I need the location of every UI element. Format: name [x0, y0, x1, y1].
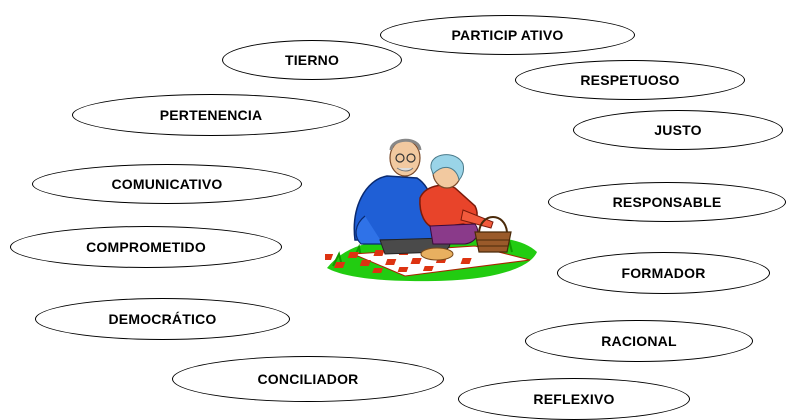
oval-conciliador: CONCILIADOR	[172, 356, 444, 402]
label-comprometido: COMPROMETIDO	[86, 239, 206, 255]
label-tierno: TIERNO	[284, 52, 340, 68]
oval-tierno: TIERNO	[222, 40, 402, 80]
oval-justo: JUSTO	[573, 110, 783, 150]
oval-formador: FORMADOR	[557, 252, 770, 294]
oval-comunicativo: COMUNICATIVO	[32, 164, 302, 204]
oval-democratico: DEMOCRÁTICO	[35, 298, 290, 340]
label-participativo: PARTICIP ATIVO	[451, 27, 564, 43]
label-democratico: DEMOCRÁTICO	[108, 311, 217, 327]
oval-responsable: RESPONSABLE	[548, 182, 786, 222]
oval-racional: RACIONAL	[525, 320, 753, 362]
oval-comprometido: COMPROMETIDO	[10, 226, 282, 268]
label-justo: JUSTO	[654, 122, 702, 138]
oval-pertenencia: PERTENENCIA	[72, 94, 350, 136]
label-racional: RACIONAL	[601, 333, 677, 349]
label-respetuoso: RESPETUOSO	[580, 72, 680, 88]
label-formador: FORMADOR	[621, 265, 706, 281]
label-conciliador: CONCILIADOR	[257, 371, 359, 387]
picnic-couple-image	[325, 138, 537, 282]
label-pertenencia: PERTENENCIA	[159, 107, 263, 123]
oval-reflexivo: REFLEXIVO	[458, 378, 690, 420]
label-responsable: RESPONSABLE	[612, 194, 722, 210]
oval-respetuoso: RESPETUOSO	[515, 60, 745, 100]
oval-participativo: PARTICIP ATIVO	[380, 15, 635, 55]
label-comunicativo: COMUNICATIVO	[111, 176, 223, 192]
label-reflexivo: REFLEXIVO	[533, 391, 615, 407]
